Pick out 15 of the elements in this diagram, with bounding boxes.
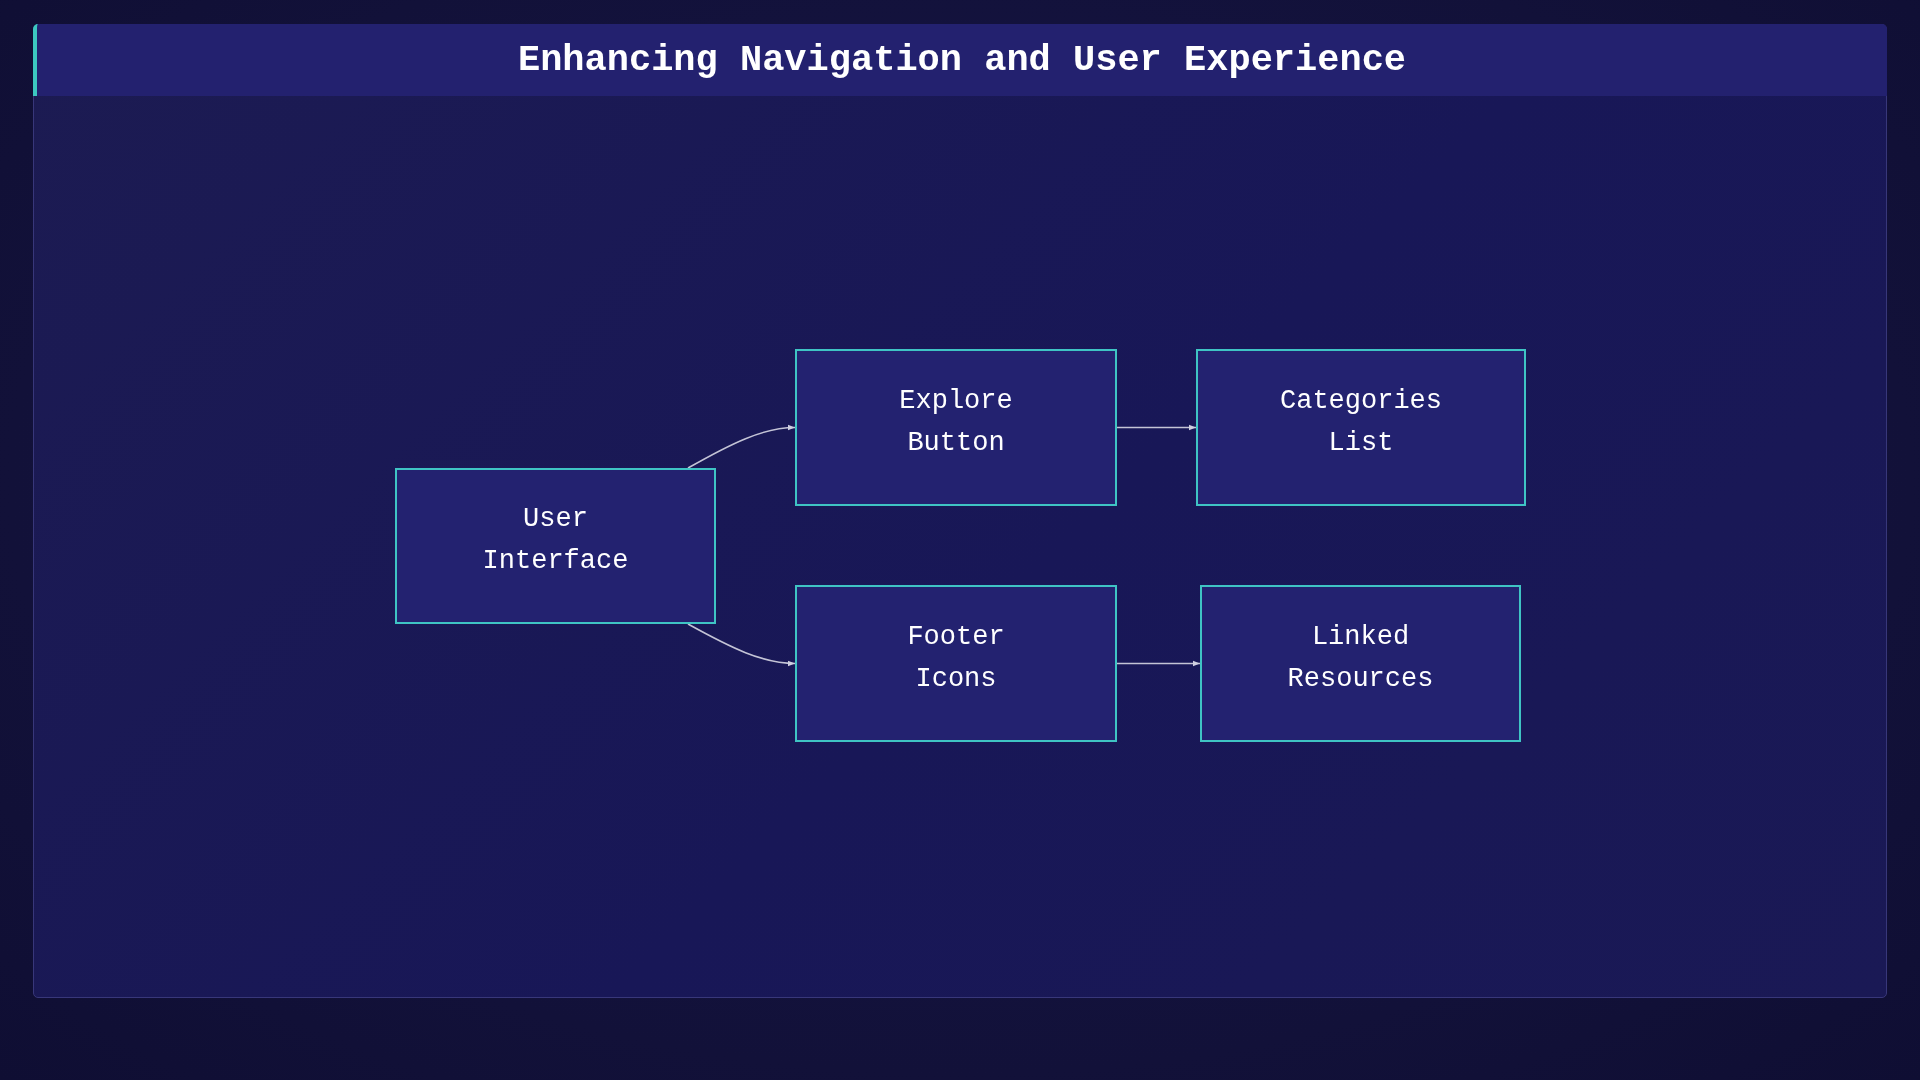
process-box <box>795 349 1117 506</box>
process-box <box>1200 585 1521 742</box>
box-label: Footer Icons <box>906 620 1006 696</box>
box-label: Categories List <box>1279 384 1443 460</box>
process-box <box>395 468 716 624</box>
box-label: Linked Resources <box>1286 620 1435 696</box>
arrow <box>687 623 796 666</box>
process-box <box>795 585 1117 742</box>
box-label: User Interface <box>481 503 630 578</box>
arrow <box>1116 424 1197 431</box>
arrow <box>1116 660 1201 667</box>
arrow <box>687 425 796 469</box>
process-box <box>1196 349 1526 506</box>
diagram-title: Enhancing Navigation and User Experience <box>517 39 1407 81</box>
box-label: Explore Button <box>898 384 1014 460</box>
